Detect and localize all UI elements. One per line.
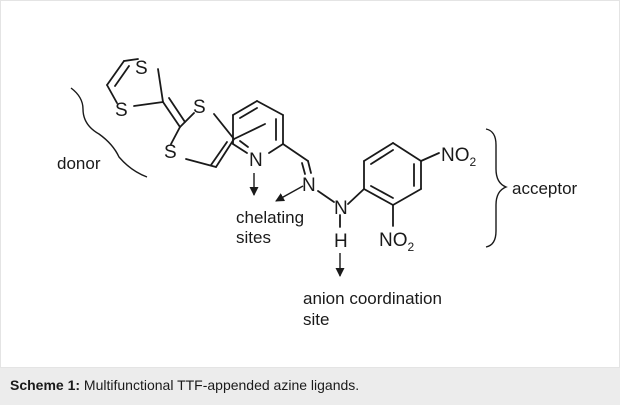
scheme-figure: S S S S N N N H NO2 NO2 donor acceptor c… [0,0,620,368]
atom-pyridine-nitrogen: N [249,150,263,171]
dithiole-ring-inner [170,112,235,168]
chelating-sites-label-line2: sites [236,228,271,247]
donor-brace [70,87,148,178]
caption-text: Multifunctional TTF-appended azine ligan… [80,377,360,393]
atom-sulfur: S [115,100,128,121]
anion-site-label-line2: site [303,310,329,329]
donor-label: donor [57,154,101,173]
annotation-arrows [249,173,345,277]
ttf-central-double-bond [162,97,186,128]
acceptor-label: acceptor [512,179,578,198]
dithiole-ring-outer [106,58,164,107]
nitro-group-label: NO2 [441,145,477,169]
atom-amine-nitrogen: N [334,198,348,219]
atom-sulfur: S [135,58,148,79]
anion-site-label-line1: anion coordination [303,289,442,308]
caption-label: Scheme 1: [10,377,81,393]
atom-imine-nitrogen: N [302,175,316,196]
pyridine-ring [232,100,284,154]
ttf-pyridine-bond [233,123,266,140]
nitrophenyl-ring [363,142,440,227]
azine-linker [282,143,365,228]
atom-sulfur: S [193,97,206,118]
atom-hydrogen: H [334,231,348,252]
figure-caption: Scheme 1: Multifunctional TTF-appended a… [0,368,620,405]
chelating-sites-label-line1: chelating [236,208,304,227]
nitro-group-label: NO2 [379,230,415,254]
acceptor-brace [485,128,508,248]
scheme-diagram: S S S S N N N H NO2 NO2 donor acceptor c… [57,58,578,329]
atom-sulfur: S [164,142,177,163]
